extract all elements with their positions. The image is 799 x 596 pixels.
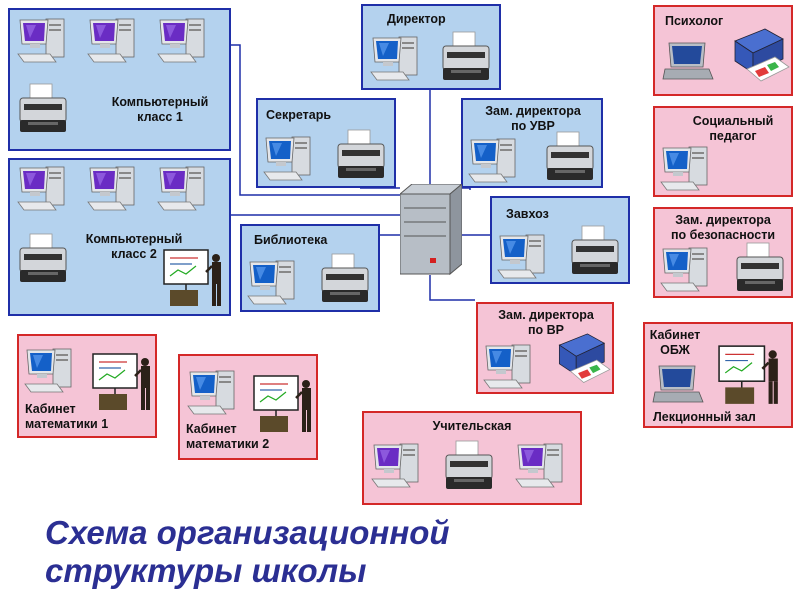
laptop-icon (651, 364, 705, 413)
room-psychologist: Психолог (653, 5, 793, 96)
diagram-title-line-1: Схема организационной (45, 514, 450, 551)
computer-icon (369, 34, 425, 89)
room-label-line-2: математики 2 (186, 437, 270, 451)
printer-icon (543, 130, 597, 191)
room-label-line-2: ОБЖ (660, 343, 690, 357)
room-label-line-2: педагог (709, 129, 757, 143)
room-computer-class-2: Компьютерный класс 2 (8, 158, 231, 316)
room-deputy-vr: Зам. директора по ВР (476, 302, 614, 394)
computer-icon (659, 144, 715, 199)
printer-icon (439, 30, 493, 91)
room-label-line-2: математики 1 (25, 417, 109, 431)
room-director: Директор (361, 4, 501, 90)
room-label-lecture-hall: Лекционный зал (653, 410, 756, 424)
room-secretary: Секретарь (256, 98, 396, 188)
room-label-line-1: Кабинет (25, 402, 76, 416)
computer-icon (86, 164, 142, 219)
diagram-title-line-2: структуры школы (45, 552, 367, 589)
room-label-line-1: Зам. директора (498, 308, 594, 322)
room-computer-class-1: Компьютерный класс 1 (8, 8, 231, 151)
room-label: Секретарь (266, 108, 332, 122)
computer-icon (246, 258, 302, 313)
room-social-pedagogue: Социальный педагог (653, 106, 793, 197)
computer-icon (156, 16, 212, 71)
room-library: Библиотека (240, 224, 380, 312)
laptop-icon (661, 41, 715, 90)
computer-icon (496, 232, 552, 287)
room-label-line-1: Компьютерный (111, 95, 209, 109)
room-label: Компьютерный класс 2 (72, 232, 196, 262)
room-label: Зам. директора по ВР (482, 308, 610, 338)
printer-icon (16, 232, 70, 293)
printer-icon (442, 439, 496, 500)
computer-icon (16, 16, 72, 71)
room-label-line-1: Зам. директора (675, 213, 771, 227)
printer-icon (318, 252, 372, 313)
printer-icon (334, 128, 388, 189)
room-label: Зам. директора по безопасности (657, 213, 789, 243)
printer-icon (733, 241, 787, 302)
room-label: Кабинет ОБЖ (647, 328, 703, 358)
room-label: Учительская (432, 419, 512, 433)
room-deputy-uvr: Зам. директора по УВР (461, 98, 603, 188)
computer-icon (482, 342, 538, 397)
room-label: Психолог (665, 14, 724, 28)
room-label: Библиотека (254, 233, 328, 247)
room-label-line-2: класс 1 (137, 110, 183, 124)
computer-icon (262, 134, 318, 189)
room-label-line-1: Кабинет (186, 422, 237, 436)
room-supply-manager: Завхоз (490, 196, 630, 284)
room-label-line-2: по безопасности (670, 228, 776, 242)
room-label-line-1: Социальный (692, 114, 774, 128)
computer-icon (156, 164, 212, 219)
color-printer-icon (546, 332, 612, 395)
computer-icon (86, 16, 142, 71)
room-label-line-2: класс 2 (111, 247, 157, 261)
computer-icon (467, 136, 523, 191)
room-label-line-1: Зам. директора (485, 104, 581, 118)
diagram-title: Схема организационной структуры школы (45, 514, 450, 590)
room-teachers: Учительская (362, 411, 582, 505)
room-label-line-1: Кабинет (649, 328, 701, 342)
room-label: Кабинет математики 2 (186, 422, 269, 452)
room-label: Социальный педагог (675, 114, 791, 144)
room-label-line-2: по ВР (527, 323, 565, 337)
printer-icon (568, 224, 622, 285)
room-label: Директор (387, 12, 446, 26)
teacher-board-icon (717, 342, 783, 413)
room-obzh-cabinet: Кабинет ОБЖ Лекционный зал (643, 322, 793, 428)
room-label: Завхоз (506, 207, 549, 221)
room-label-line-1: Компьютерный (85, 232, 183, 246)
computer-icon (186, 368, 242, 423)
server-icon (398, 182, 464, 281)
computer-icon (16, 164, 72, 219)
computer-icon (514, 441, 570, 496)
room-deputy-security: Зам. директора по безопасности (653, 207, 793, 298)
room-label: Зам. директора по УВР (467, 104, 599, 134)
computer-icon (23, 346, 79, 401)
room-label-line-2: по УВР (511, 119, 555, 133)
room-math-1: Кабинет математики 1 (17, 334, 157, 438)
computer-icon (370, 441, 426, 496)
room-label: Компьютерный класс 1 (98, 95, 222, 125)
color-printer-icon (721, 27, 791, 94)
printer-icon (16, 82, 70, 143)
room-math-2: Кабинет математики 2 (178, 354, 318, 460)
computer-icon (659, 245, 715, 300)
room-label: Кабинет математики 1 (25, 402, 108, 432)
